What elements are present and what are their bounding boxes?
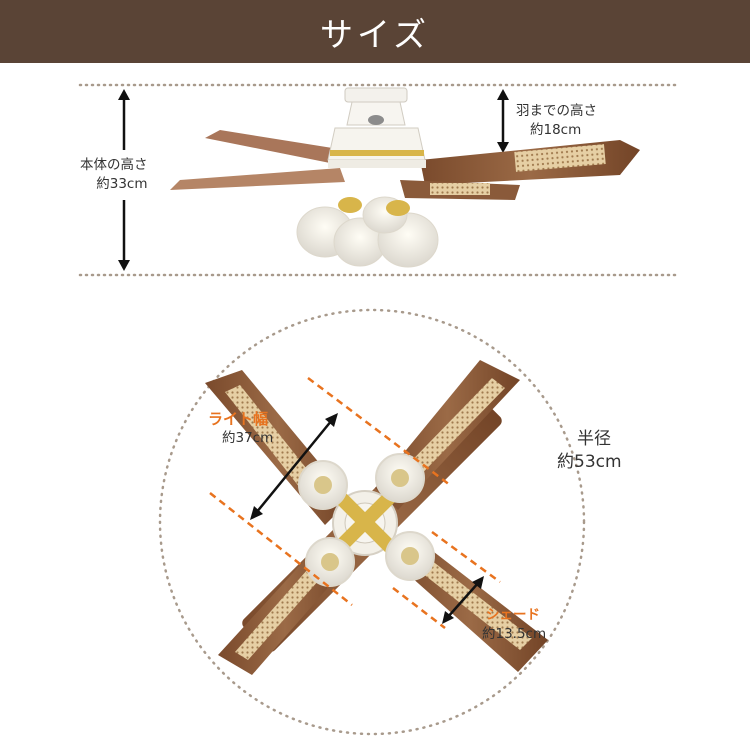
fan-top-view	[205, 360, 548, 675]
shade-se	[385, 531, 435, 581]
shade-sw	[305, 537, 355, 587]
radius-dotted-circle	[158, 308, 586, 736]
shade-guides	[392, 530, 501, 629]
light-width-label: ライト幅 約37cm	[208, 410, 273, 448]
light-width-guides	[209, 377, 451, 606]
light-width-value: 約37cm	[222, 430, 274, 446]
radius-value: 約53cm	[557, 452, 622, 472]
body-height-label: 本体の高さ 約33cm	[80, 156, 148, 194]
shade-ne	[375, 453, 425, 503]
blade-height-arrow	[497, 89, 509, 153]
shade-arrow	[442, 576, 484, 624]
header-banner: サイズ	[0, 0, 750, 63]
blade-height-value: 約18cm	[530, 122, 582, 138]
body-height-arrow	[118, 89, 130, 271]
body-height-value: 約33cm	[96, 176, 148, 192]
radius-label: 半径 約53cm	[557, 428, 622, 474]
radius-title: 半径	[577, 429, 611, 449]
body-height-title: 本体の高さ	[80, 157, 148, 173]
shade-label: シェード 約13.5cm	[482, 606, 546, 644]
page-title: サイズ	[319, 14, 430, 54]
shade-nw	[298, 460, 348, 510]
blade-height-label: 羽までの高さ 約18cm	[516, 102, 597, 140]
light-width-title: ライト幅	[208, 410, 269, 428]
light-width-arrow	[250, 413, 338, 520]
shade-title: シェード	[486, 607, 540, 623]
blade-height-title: 羽までの高さ	[516, 103, 597, 119]
fan-side-view	[170, 87, 640, 268]
shade-value: 約13.5cm	[482, 626, 547, 642]
